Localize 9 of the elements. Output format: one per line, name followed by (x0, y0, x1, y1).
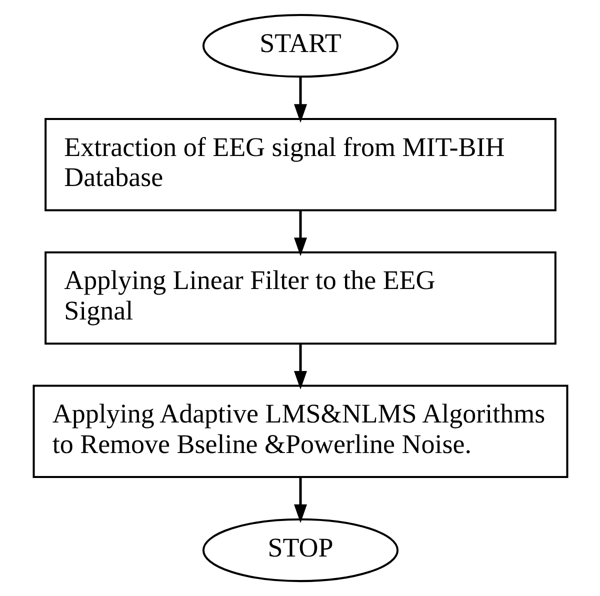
node-box: Applying Adaptive LMS&NLMS Algorithms to Remove Bseline &Powerline Noise. (32, 384, 568, 478)
arrow (294, 344, 306, 390)
node-box: Applying Linear Filter to the EEG Signal (44, 251, 556, 345)
arrow (294, 477, 306, 523)
arrow (294, 210, 306, 256)
node-box: Extraction of EEG signal from MIT-BIH Database (44, 118, 556, 212)
node-ellipse: STOP (202, 518, 398, 582)
node-ellipse: START (202, 14, 398, 78)
arrow (294, 77, 306, 123)
